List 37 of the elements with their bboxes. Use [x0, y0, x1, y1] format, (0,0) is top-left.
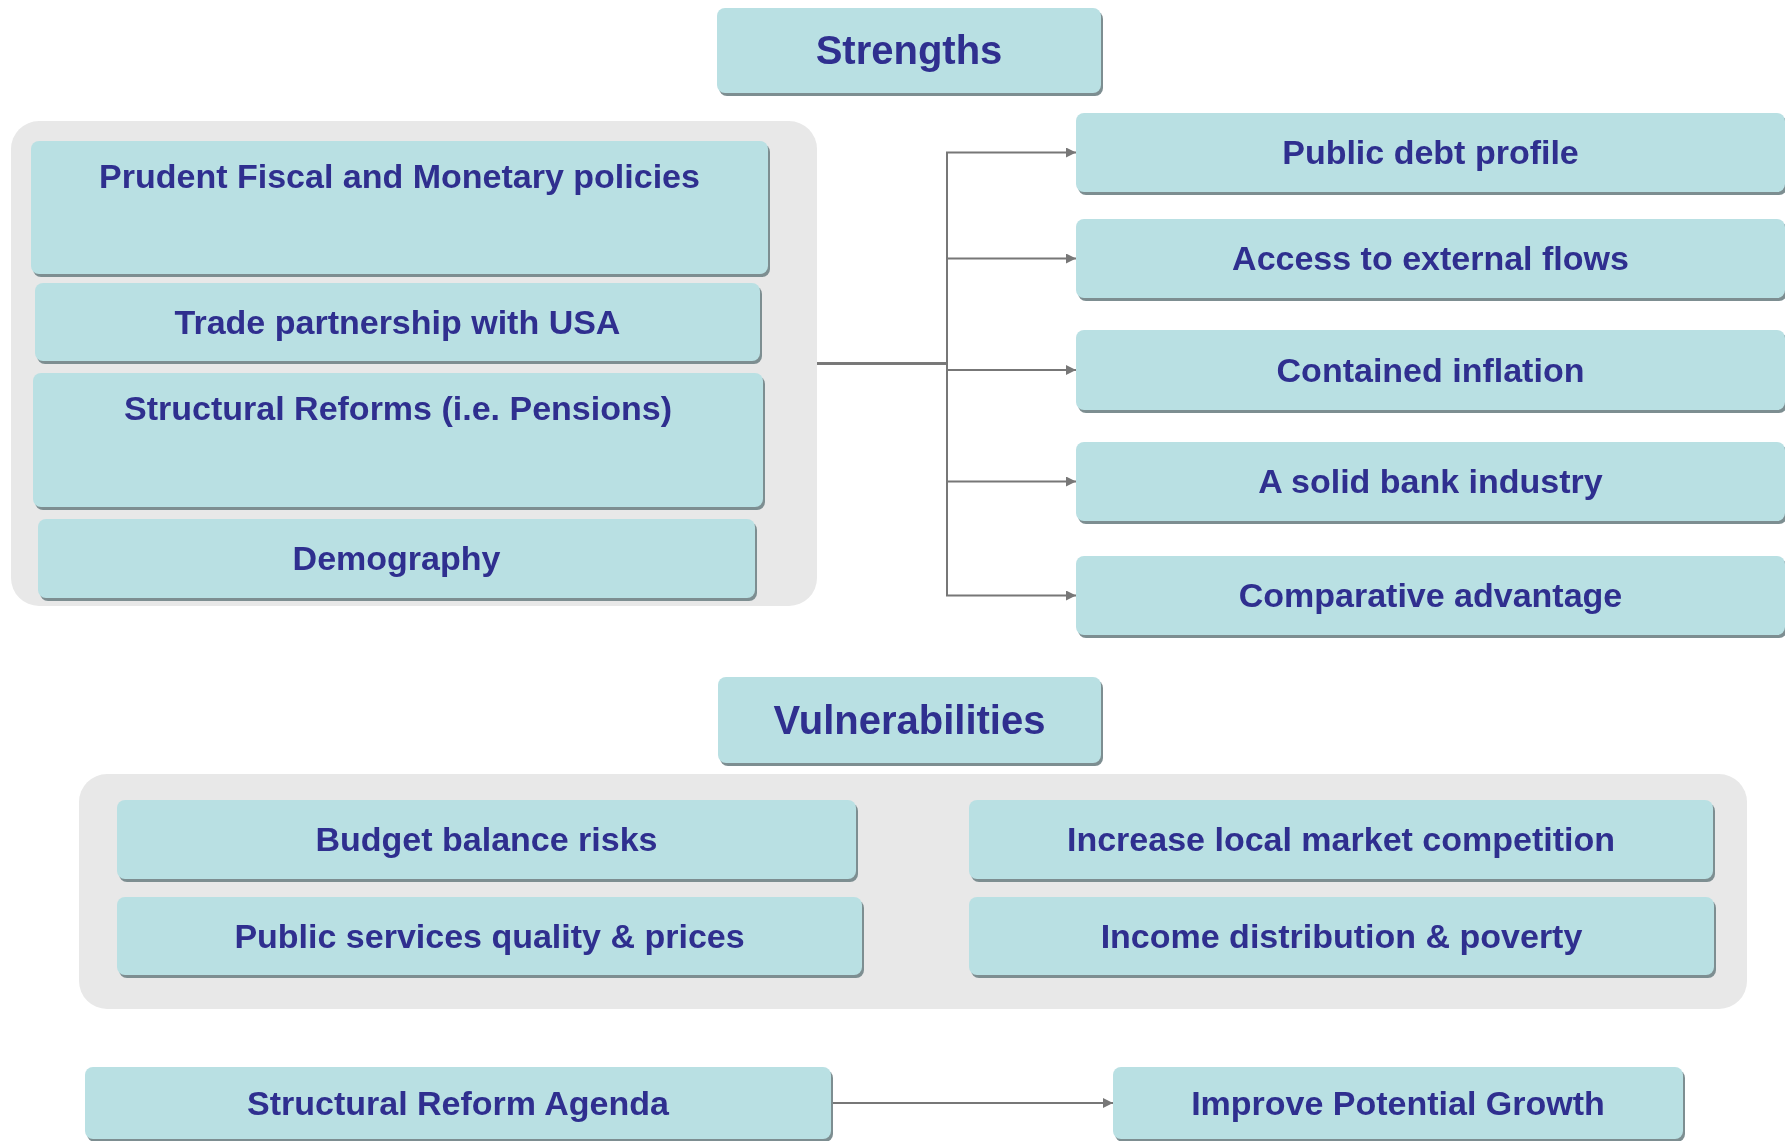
text-box: [1113, 1067, 1683, 1139]
text-box: [1076, 556, 1785, 635]
text-box: [1076, 442, 1785, 521]
text-box: [1076, 113, 1785, 192]
box-label: Structural Reform Agenda: [247, 1083, 669, 1123]
text-box: [35, 283, 760, 361]
box-label: Trade partnership with USA: [174, 302, 621, 342]
box-label: Contained inflation: [1276, 350, 1585, 390]
text-box: [33, 373, 763, 507]
box-label: Prudent Fiscal and Monetary policies: [99, 157, 700, 196]
text-box: [718, 677, 1101, 763]
text-box: [117, 897, 862, 975]
text-box: [1076, 330, 1785, 410]
text-box: [85, 1067, 831, 1139]
text-box: [969, 800, 1713, 879]
text-box: [38, 519, 755, 598]
box-label: Improve Potential Growth: [1191, 1083, 1605, 1123]
text-box: [969, 897, 1714, 975]
box-label: Vulnerabilities: [773, 697, 1046, 743]
box-label: Comparative advantage: [1238, 576, 1623, 615]
box-label: Budget balance risks: [315, 820, 658, 859]
text-box: [31, 141, 768, 274]
box-label: Public debt profile: [1282, 133, 1579, 172]
box-label: Strengths: [815, 28, 1003, 73]
text-box: [1076, 219, 1785, 298]
box-label: A solid bank industry: [1258, 462, 1603, 501]
box-label: Increase local market competition: [1067, 820, 1615, 859]
box-label: Structural Reforms (i.e. Pensions): [124, 389, 672, 428]
group-panel: [11, 121, 817, 606]
box-label: Income distribution & poverty: [1100, 916, 1583, 956]
text-box: [717, 8, 1101, 93]
box-label: Access to external flows: [1232, 239, 1629, 278]
box-label: Public services quality & prices: [234, 916, 745, 956]
box-label: Demography: [292, 539, 501, 578]
group-panel: [79, 774, 1747, 1009]
connector-arrow: [830, 1098, 1114, 1108]
text-box: [117, 800, 856, 879]
